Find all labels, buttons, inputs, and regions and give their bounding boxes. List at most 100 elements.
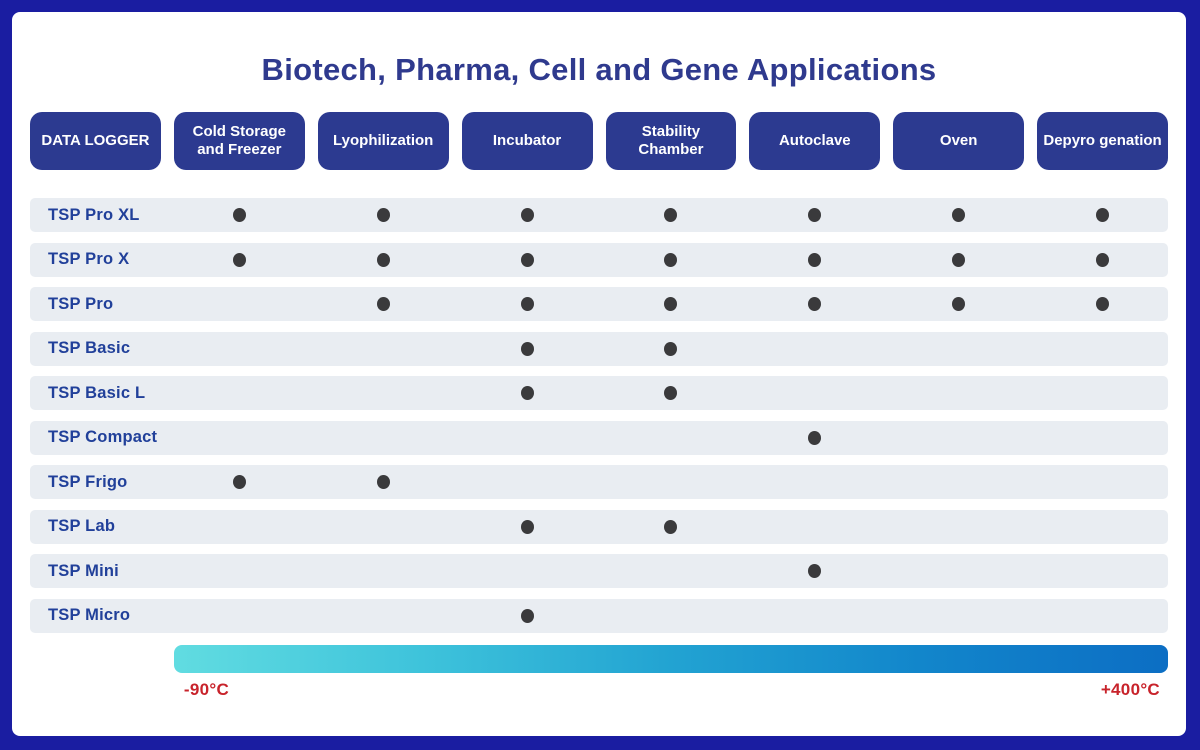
- application-dot-icon: [664, 386, 678, 400]
- table-row: TSP Micro: [30, 598, 1168, 633]
- application-dot-icon: [664, 252, 678, 267]
- matrix-cell: [749, 421, 880, 455]
- matrix-cell: [462, 376, 593, 410]
- row-label: TSP Lab: [48, 517, 116, 535]
- matrix-cell: [749, 376, 880, 410]
- matrix-cell: [318, 554, 449, 588]
- matrix-cell: [318, 465, 449, 499]
- application-dot-icon: [808, 208, 822, 222]
- matrix-cell: [462, 465, 593, 499]
- column-header: Autoclave: [749, 112, 881, 170]
- column-header: Depyro genation: [1037, 112, 1168, 170]
- matrix-cell: [893, 599, 1024, 633]
- application-dot-icon: [520, 608, 534, 623]
- application-dot-icon: [376, 252, 390, 267]
- matrix-cell: [462, 510, 593, 544]
- matrix-cell: [462, 198, 593, 232]
- column-header: Stability Chamber: [605, 112, 737, 170]
- application-dot-icon: [808, 297, 822, 311]
- application-dot-icon: [1096, 297, 1110, 311]
- matrix-cell: [174, 554, 305, 588]
- row-label: TSP Pro XL: [48, 205, 140, 224]
- application-dot-icon: [520, 252, 534, 267]
- page-title: Biotech, Pharma, Cell and Gene Applicati…: [261, 52, 937, 87]
- column-header: Oven: [893, 112, 1025, 170]
- matrix-cell: [318, 599, 449, 633]
- matrix-cell: [318, 243, 449, 277]
- matrix-cell: [893, 332, 1024, 366]
- matrix-cell: [606, 554, 737, 588]
- application-dot-icon: [664, 519, 678, 534]
- row-label: TSP Mini: [48, 561, 119, 580]
- application-dot-icon: [232, 208, 246, 222]
- matrix-cell: [749, 332, 880, 366]
- matrix-cell: [318, 332, 449, 366]
- application-dot-icon: [520, 519, 534, 534]
- table-row: TSP Compact: [30, 420, 1168, 455]
- application-dot-icon: [664, 208, 678, 222]
- application-dot-icon: [520, 208, 534, 222]
- application-dot-icon: [520, 297, 534, 311]
- application-dot-icon: [952, 297, 966, 311]
- row-label: TSP Frigo: [48, 472, 128, 491]
- infographic-canvas: Biotech, Pharma, Cell and Gene Applicati…: [12, 12, 1186, 736]
- application-dot-icon: [520, 386, 534, 400]
- table-row: TSP Basic: [30, 331, 1168, 366]
- matrix-cell: [1037, 332, 1168, 366]
- matrix-cell: [174, 243, 305, 277]
- column-header: Cold Storage and Freezer: [173, 112, 305, 170]
- application-dot-icon: [664, 341, 678, 356]
- table-row: TSP Frigo: [30, 465, 1168, 499]
- application-dot-icon: [664, 297, 678, 311]
- application-dot-icon: [1096, 208, 1110, 222]
- matrix-cell: [318, 287, 449, 321]
- matrix-cell: [174, 465, 305, 499]
- temp-min-label: -90°C: [183, 679, 230, 699]
- matrix-cell: [606, 243, 737, 277]
- table-row: TSP Pro: [30, 287, 1168, 321]
- matrix-cell: [893, 510, 1024, 544]
- row-label: TSP Compact: [48, 428, 158, 446]
- matrix-cell: [1037, 376, 1168, 410]
- application-dot-icon: [376, 208, 390, 222]
- matrix-cell: [174, 376, 305, 410]
- table-row: TSP Pro X: [30, 242, 1168, 277]
- matrix-cell: [462, 287, 593, 321]
- application-dot-icon: [952, 208, 966, 222]
- row-label: TSP Pro: [48, 294, 114, 313]
- application-dot-icon: [1096, 252, 1110, 267]
- matrix-cell: [462, 599, 593, 633]
- matrix-cell: [1037, 510, 1168, 544]
- matrix-cell: [606, 421, 737, 455]
- matrix-cell: [606, 198, 737, 232]
- matrix-cell: [893, 554, 1024, 588]
- matrix-cell: [174, 198, 305, 232]
- table-row: TSP Pro XL: [30, 198, 1168, 232]
- temperature-scale-labels: -90°C +400°C: [30, 680, 1168, 700]
- row-label: TSP Pro X: [48, 250, 130, 268]
- matrix-cell: [462, 332, 593, 366]
- matrix-cell: [606, 465, 737, 499]
- matrix-cell: [462, 243, 593, 277]
- matrix-cell: [749, 243, 880, 277]
- matrix-cell: [606, 510, 737, 544]
- matrix-cell: [1037, 599, 1168, 633]
- matrix-cell: [606, 599, 737, 633]
- matrix-cell: [606, 332, 737, 366]
- table-row: TSP Basic L: [30, 376, 1168, 410]
- matrix-cell: [1037, 554, 1168, 588]
- matrix-cell: [1037, 243, 1168, 277]
- matrix-cell: [1037, 421, 1168, 455]
- matrix-cell: [606, 376, 737, 410]
- row-header-cell: DATA LOGGER: [30, 112, 161, 170]
- application-dot-icon: [808, 252, 822, 267]
- matrix-cell: [749, 599, 880, 633]
- table-row: TSP Lab: [30, 509, 1168, 544]
- application-dot-icon: [232, 252, 246, 267]
- matrix-cell: [893, 421, 1024, 455]
- matrix-cell: [893, 243, 1024, 277]
- matrix-cell: [174, 332, 305, 366]
